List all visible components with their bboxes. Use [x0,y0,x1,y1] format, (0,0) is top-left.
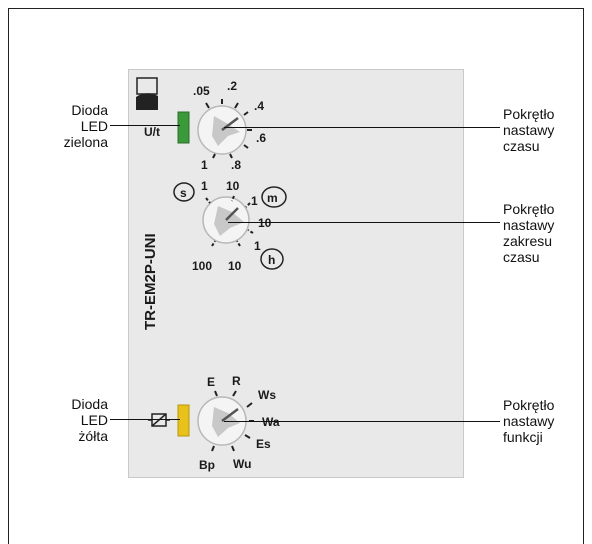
func-mark-R: R [232,374,241,388]
leader-function-knob [224,421,500,422]
leader-yellow-led [110,419,180,420]
leader-range-knob [228,222,500,223]
yellow-led [177,404,190,437]
func-mark-Es: Es [256,437,271,451]
func-mark-E: E [207,375,215,389]
label-function-knob: Pokrętło nastawy funkcji [503,397,555,445]
relay-coil-icon [148,413,170,427]
func-mark-Wu: Wu [233,457,251,471]
range-mark-1-m: 1 [251,194,258,208]
range-mark-10-m: 10 [258,216,272,230]
time-mark-1: 1 [201,158,208,172]
range-mark-1-h: 1 [254,239,261,253]
leader-green-led [110,125,180,126]
range-mark-1-s: 1 [201,179,208,193]
label-yellow-led: Dioda LED żółta [71,396,108,444]
func-mark-Wa: Wa [262,415,280,429]
function-dial[interactable] [197,390,254,452]
unit-s-circle: s [173,182,195,202]
time-mark-6: .6 [256,131,266,145]
range-mark-10-s: 10 [226,179,240,193]
range-mark-10-h: 10 [228,259,242,273]
unit-m-circle: m [261,186,287,208]
time-mark-8: .8 [231,158,241,172]
label-time-knob: Pokrętło nastawy czasu [503,106,555,154]
manual-icon [136,77,158,110]
range-dial[interactable] [202,195,254,247]
svg-text:h: h [268,253,275,267]
label-range-knob: Pokrętło nastawy zakresu czasu [503,201,555,265]
time-mark-4: .4 [254,99,264,113]
func-mark-Bp: Bp [199,458,215,472]
model-label: TR-EM2P-UNI [142,233,159,330]
leader-time-knob [224,127,500,128]
led-label-ut: U/t [144,125,160,139]
label-green-led: Dioda LED zielona [63,102,108,150]
time-dial[interactable] [197,99,252,159]
time-mark-05: .05 [193,84,210,98]
svg-text:m: m [267,191,278,205]
green-led [177,111,190,144]
svg-text:s: s [180,186,187,200]
time-mark-2: .2 [227,79,237,93]
func-mark-Ws: Ws [258,388,276,402]
figure-frame [8,8,584,544]
unit-h-circle: h [260,248,284,270]
range-mark-100-h: 100 [192,259,212,273]
